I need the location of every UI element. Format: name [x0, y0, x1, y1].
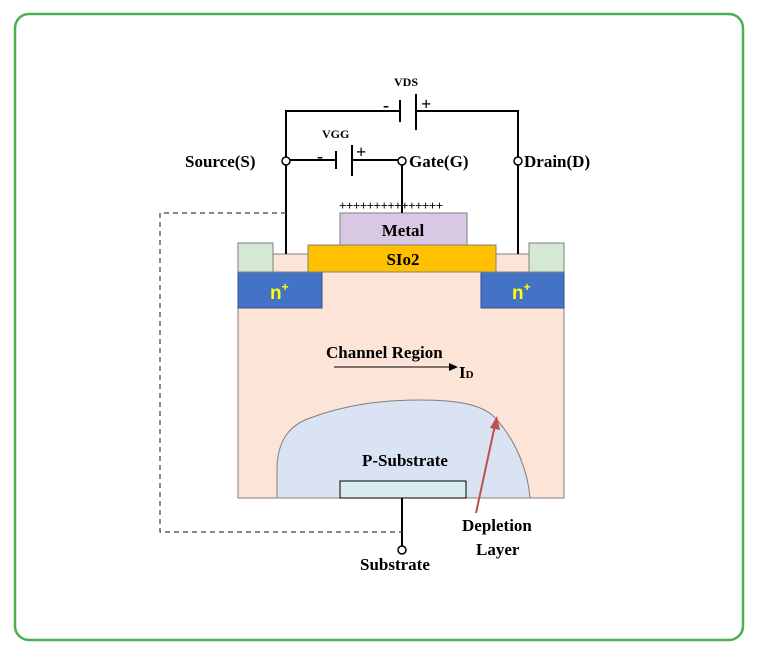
source-metal-pad — [272, 253, 309, 273]
depletion-label-line2: Layer — [476, 540, 520, 559]
n-plus-source-label: n+ — [270, 280, 289, 304]
gate-terminal — [397, 156, 407, 166]
p-substrate-label: P-Substrate — [362, 451, 448, 470]
channel-region-label: Channel Region — [326, 343, 443, 362]
current-arrowhead — [449, 363, 458, 371]
n-plus-drain-region — [480, 271, 565, 309]
depletion-layer-region — [276, 399, 531, 499]
substrate-dashed-link — [159, 212, 402, 533]
depletion-pointer-arrowhead — [490, 416, 500, 430]
drain-metal-pad — [495, 253, 530, 273]
substrate-terminal-label: Substrate — [360, 555, 430, 574]
gate-charge-marks: +++++++++++++++ — [339, 198, 443, 213]
vgg-label: VGG — [322, 127, 349, 141]
vgg-battery — [335, 145, 353, 176]
n-plus-drain-label: n+ — [512, 280, 531, 304]
gate-label: Gate(G) — [409, 152, 468, 171]
oxide-layer — [307, 244, 497, 273]
source-terminal — [281, 156, 291, 166]
substrate-terminal — [397, 545, 407, 555]
vds-plus-sign: + — [421, 94, 431, 114]
vgg-minus-sign: - — [317, 146, 323, 166]
depletion-pointer-arrow — [475, 424, 496, 514]
oxide-label: SIo2 — [386, 250, 419, 269]
metal-gate — [339, 212, 468, 246]
vds-minus-sign: - — [383, 95, 389, 115]
depletion-label-line1: Depletion — [462, 516, 532, 535]
drain-contact-pad — [528, 242, 565, 273]
drain-current-label: ID — [459, 363, 474, 382]
vgg-plus-sign: + — [356, 142, 366, 162]
source-label: Source(S) — [185, 152, 256, 171]
source-contact-pad — [237, 242, 274, 273]
substrate-contact — [339, 480, 467, 499]
drain-terminal — [513, 156, 523, 166]
metal-label: Metal — [382, 221, 425, 240]
circuit-wires — [285, 110, 519, 546]
vds-battery — [399, 94, 417, 130]
vds-label: VDS — [394, 75, 418, 89]
drain-label: Drain(D) — [524, 152, 590, 171]
